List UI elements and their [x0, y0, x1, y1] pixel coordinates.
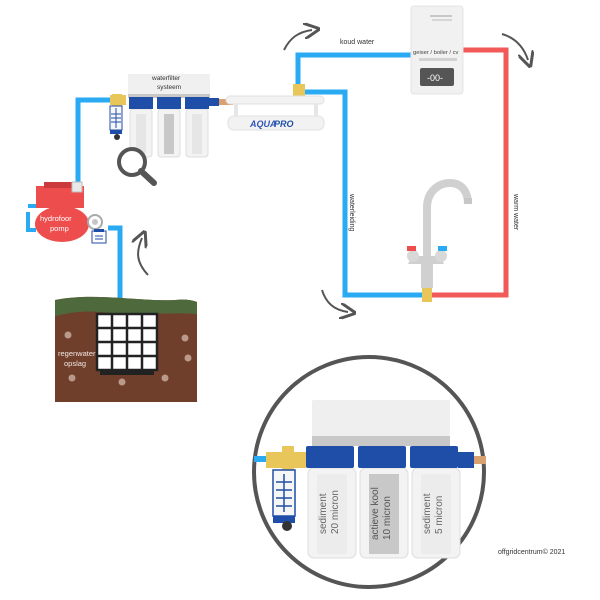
stage3-line2: 5 micron [434, 496, 445, 534]
storage-label-line2: opslag [64, 359, 86, 368]
detail-cartridge-1: sediment 20 micron [306, 446, 357, 559]
stage3-line1: sediment [422, 493, 433, 534]
stones [64, 331, 192, 386]
arrow-top-left [283, 30, 312, 51]
stage1-line1: sediment [318, 493, 329, 534]
flow-arrows [138, 30, 528, 312]
boiler: geiser / boiler / cv -00- [410, 5, 464, 95]
pipe-warm [432, 47, 509, 298]
stage2-line1: actieve kool [370, 487, 381, 540]
uv-brand-aqua: AQUA [249, 119, 277, 129]
pump-label-line1: hydrofoor [40, 214, 72, 223]
pump-label-line2: pomp [50, 224, 69, 233]
tee-fitting [293, 84, 305, 98]
water-line-label: waterleiding [348, 193, 355, 231]
small-cartridge-2 [157, 97, 181, 158]
hydrofoor-pump: hydrofoor pomp [26, 181, 107, 244]
uv-brand-pro: PRO [274, 119, 294, 129]
stage1-line2: 20 micron [330, 490, 341, 534]
pipe-tank-to-pump [108, 225, 123, 312]
pipe-pump-to-filter [75, 97, 112, 188]
arrow-top-right [501, 33, 528, 60]
detail-cartridge-3: sediment 5 micron [410, 446, 461, 559]
detail-zoom: sediment 20 micron actieve kool 10 micro… [252, 355, 486, 589]
storage-block: regenwater opslag [55, 296, 197, 402]
mixer-fitting [422, 288, 432, 302]
warm-water-pipe [432, 47, 509, 298]
uv-unit: AQUA PRO [225, 95, 325, 131]
ibc-tank [95, 312, 159, 375]
arrow-up-tank [138, 238, 149, 276]
magnifier-icon [117, 147, 157, 186]
cold-water-label: koud water [340, 39, 375, 46]
detail-cartridge-2: actieve kool 10 micron [358, 446, 409, 559]
warm-water-label: warm water [512, 193, 519, 231]
boiler-display: -00- [427, 73, 443, 83]
filter-title-line2: systeem [157, 84, 181, 91]
small-filter-system: waterfilter systeem [109, 74, 233, 186]
filter-title-line1: waterfilter [151, 75, 181, 82]
credit: offgridcentrum© 2021 [498, 548, 565, 556]
pipe-to-faucet [298, 89, 424, 298]
faucet [407, 178, 472, 288]
stage2-line2: 10 micron [382, 496, 393, 540]
grass [55, 296, 197, 316]
small-cartridge-1 [129, 97, 153, 158]
arrow-down [321, 289, 348, 312]
boiler-label: geiser / boiler / cv [413, 50, 459, 56]
small-cartridge-3 [185, 97, 209, 158]
storage-label-line1: regenwater [58, 349, 96, 358]
